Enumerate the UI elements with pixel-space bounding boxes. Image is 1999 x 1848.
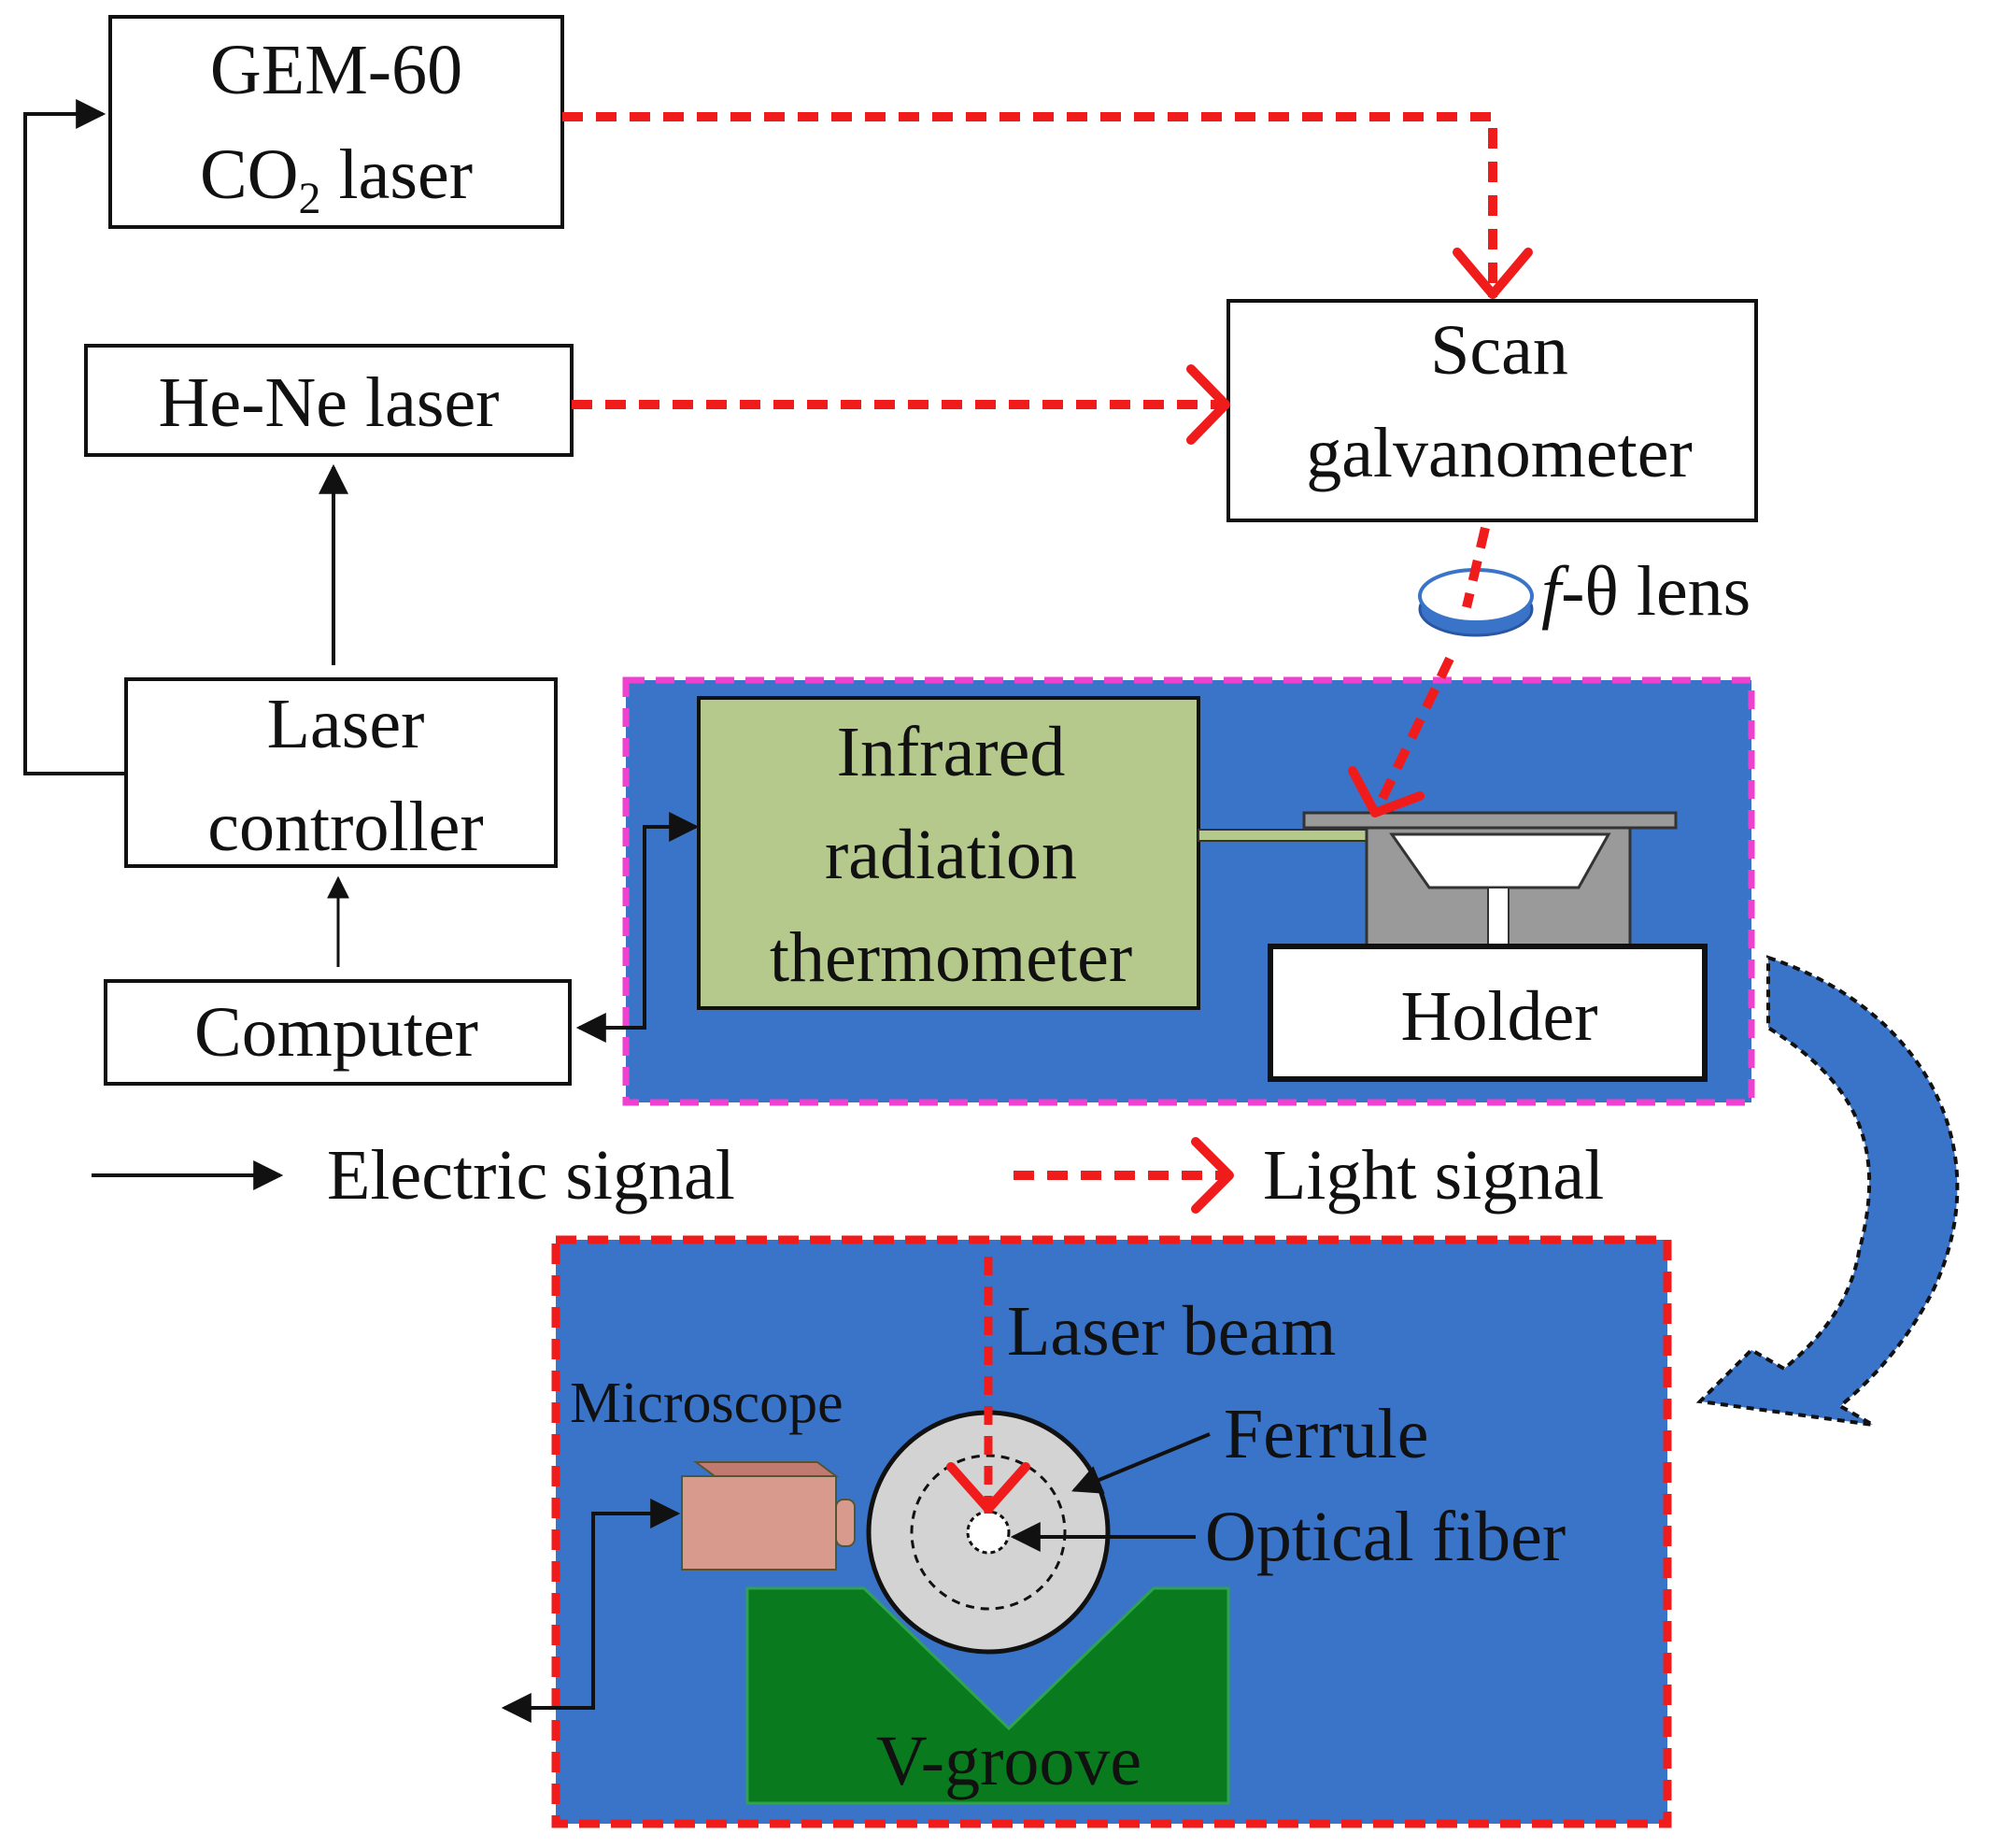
v-groove-label: V-groove (876, 1722, 1141, 1800)
thermometer-computer-arrow (575, 812, 700, 1043)
optical-fiber-core (966, 1510, 1011, 1555)
laser-controller-line1: Laser (267, 685, 425, 763)
thermometer-probe (1198, 829, 1368, 842)
computer-label: Computer (194, 993, 478, 1072)
co2-laser-box: GEM-60 CO2 laser (108, 15, 564, 229)
co2-to-galvo-chevron (1453, 248, 1533, 299)
co2-laser-line1: GEM-60 (210, 31, 462, 109)
light-legend-chevron (1191, 1137, 1234, 1214)
scan-galvanometer-line2: galvanometer (1306, 414, 1693, 492)
scan-galvanometer-box: Scan galvanometer (1226, 299, 1758, 522)
hene-to-galvo-chevron (1186, 364, 1230, 445)
light-connections (562, 112, 1533, 445)
co2-laser-line2: CO2 laser (200, 135, 473, 223)
thermometer-line3: thermometer (770, 918, 1132, 997)
laser-controller-line2: controller (207, 788, 483, 866)
ferrule-pointer (1071, 1432, 1211, 1494)
detail-panel: V-groove Laser beam Microscope Ferrule O… (501, 1235, 1672, 1828)
light-legend-label: Light signal (1263, 1136, 1604, 1215)
holder-label: Holder (1400, 977, 1597, 1056)
microscope-output-arrow (501, 1499, 681, 1723)
ferrule-label: Ferrule (1224, 1395, 1428, 1473)
lens-label: f-θ lens (1541, 552, 1751, 631)
electric-legend-label: Electric signal (327, 1136, 735, 1215)
laser-beam-chevron (946, 1462, 1030, 1514)
co2-to-galvo-beam (562, 112, 1497, 297)
hene-laser-label: He-Ne laser (158, 363, 499, 442)
optical-fiber-label: Optical fiber (1205, 1498, 1566, 1576)
thermometer-line1: Infrared (837, 713, 1066, 791)
legend: Electric signal Light signal (92, 1136, 1604, 1215)
laser-controller-box: Laser controller (124, 677, 558, 868)
scan-galvanometer-line1: Scan (1430, 311, 1568, 390)
zoom-curved-arrow (1695, 955, 1960, 1427)
fixture (1302, 811, 1678, 950)
galvo-to-lens-beam (1462, 526, 1490, 609)
f-theta-lens: f-θ lens (1418, 552, 1751, 637)
holder-box: Holder (1268, 944, 1708, 1082)
lens-to-workpiece-beam (1373, 656, 1454, 811)
microscope (681, 1461, 856, 1571)
infrared-thermometer-box: Infrared radiation thermometer (697, 696, 1200, 1010)
v-groove-block: V-groove (745, 1586, 1230, 1805)
microscope-label: Microscope (570, 1372, 844, 1435)
laser-beam-label: Laser beam (1007, 1292, 1336, 1371)
hene-laser-box: He-Ne laser (84, 344, 574, 457)
thermometer-line2: radiation (825, 816, 1077, 894)
computer-box: Computer (104, 979, 572, 1086)
processing-panel: Infrared radiation thermometer Holder (575, 676, 1755, 1106)
lens-to-workpiece-chevron (1348, 766, 1425, 817)
controller-to-co2-arrow (23, 99, 126, 775)
electric-connections (23, 99, 349, 967)
